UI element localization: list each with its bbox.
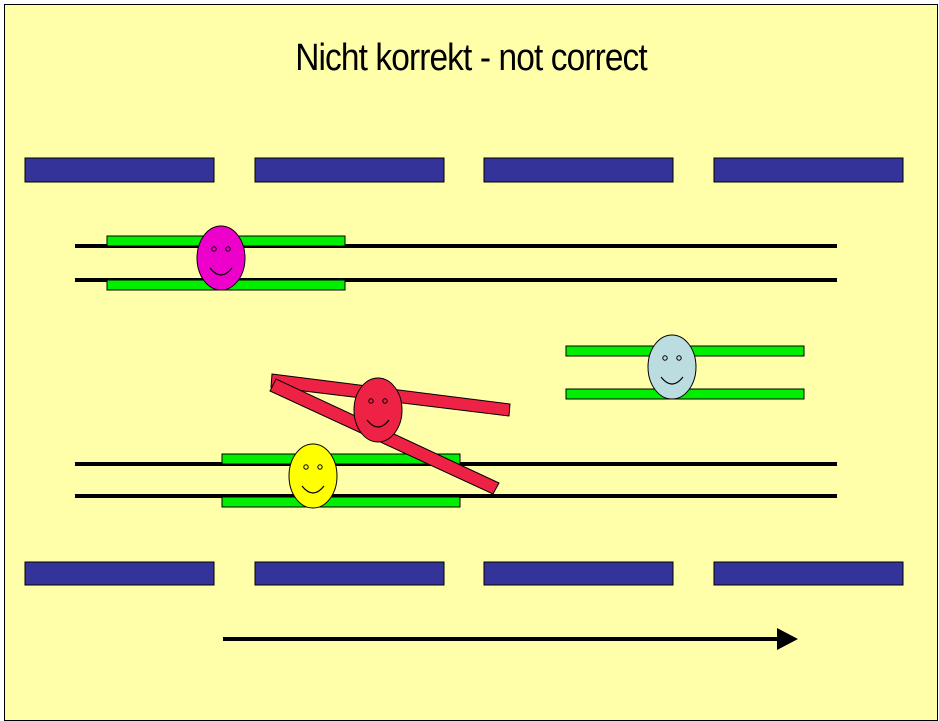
slide: Nicht korrekt - not correct — [4, 4, 938, 721]
green-strand — [221, 496, 461, 508]
bottom-barrier-block — [254, 561, 445, 586]
bottom-barrier-block — [24, 561, 215, 586]
top-barrier-block — [254, 157, 445, 183]
slide-title: Nicht korrekt - not correct — [295, 37, 647, 79]
lower-green-strands — [221, 453, 461, 508]
top-barrier-block — [713, 157, 904, 183]
lightblue-smiley — [647, 334, 697, 400]
top-barrier-block — [24, 157, 215, 183]
bottom-barrier-row — [24, 561, 904, 586]
bottom-barrier-block — [713, 561, 904, 586]
bottom-barrier-block — [483, 561, 674, 586]
red-smiley — [353, 377, 403, 443]
top-barrier-block — [483, 157, 674, 183]
right-arrow-icon — [223, 628, 798, 650]
top-barrier-row — [24, 157, 904, 183]
diagram-canvas — [5, 5, 937, 720]
yellow-smiley — [288, 443, 338, 509]
magenta-smiley — [196, 225, 246, 291]
green-strand — [221, 453, 461, 465]
slide-background — [5, 5, 937, 720]
